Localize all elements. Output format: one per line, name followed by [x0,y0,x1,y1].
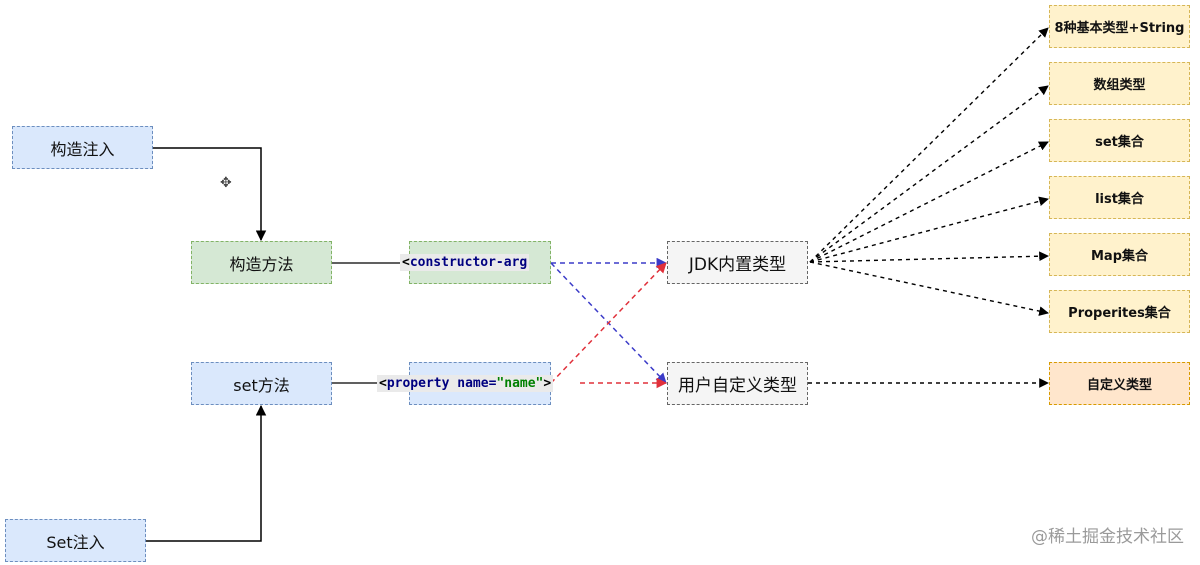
jdk-type-label: Map集合 [1090,249,1148,264]
jdk-type-primitives-string: 8种基本类型+String [1049,5,1190,48]
node-custom-type: 自定义类型 [1049,362,1190,405]
constructor-arg-open: < [402,255,410,270]
node-set-injection-label: Set注入 [46,532,105,552]
edge-jdk-to-type-5 [809,251,1049,263]
node-jdk-builtin-label: JDK内置类型 [688,255,787,275]
jdk-type-list: list集合 [1049,176,1190,219]
property-value: "name" [496,376,544,391]
node-set-method-label: set方法 [233,375,290,395]
edge-jdk-to-type-6 [809,261,1049,316]
edge-jdk-to-type-3 [809,141,1049,263]
node-set-method: set方法 [191,362,332,405]
property-close: > [543,376,552,391]
jdk-type-label: set集合 [1095,135,1144,150]
node-constructor-method: 构造方法 [191,241,332,284]
jdk-type-array: 数组类型 [1049,62,1190,105]
jdk-type-label: Properites集合 [1068,306,1171,321]
property-attr: name= [457,376,497,391]
edge-set-injection-to-method [146,404,267,542]
node-user-defined: 用户自定义类型 [667,362,808,405]
jdk-type-label: list集合 [1095,192,1144,207]
node-jdk-builtin: JDK内置类型 [667,241,808,284]
node-set-injection: Set注入 [5,519,146,562]
node-constructor-injection: 构造注入 [12,126,153,169]
node-property: <property name="name"> [377,362,554,405]
jdk-type-properties: Properites集合 [1049,290,1190,333]
edge-property-to-jdk [550,262,667,384]
constructor-arg-tag: constructor-arg [409,255,528,270]
node-user-defined-label: 用户自定义类型 [678,376,797,396]
node-constructor-method-label: 构造方法 [229,254,294,274]
edge-jdk-to-type-4 [809,196,1049,263]
edge-jdk-to-type-2 [809,85,1049,263]
property-tag: property [386,376,450,391]
edge-constructor-injection-to-method [153,147,267,242]
watermark: @稀土掘金技术社区 [1031,527,1184,547]
property-code: <property name="name"> [377,375,554,392]
jdk-type-label: 数组类型 [1093,78,1146,93]
property-open: < [379,376,387,391]
node-constructor-injection-label: 构造注入 [50,139,115,159]
jdk-type-set: set集合 [1049,119,1190,162]
move-cursor-icon: ✥ [220,175,232,191]
jdk-type-label: 8种基本类型+String [1054,21,1185,36]
edge-jdk-to-type-1 [809,27,1049,263]
node-constructor-arg: <constructor-arg [400,241,551,284]
constructor-arg-code: <constructor-arg [400,254,530,271]
jdk-type-map: Map集合 [1049,233,1190,276]
node-custom-type-label: 自定义类型 [1086,378,1152,393]
